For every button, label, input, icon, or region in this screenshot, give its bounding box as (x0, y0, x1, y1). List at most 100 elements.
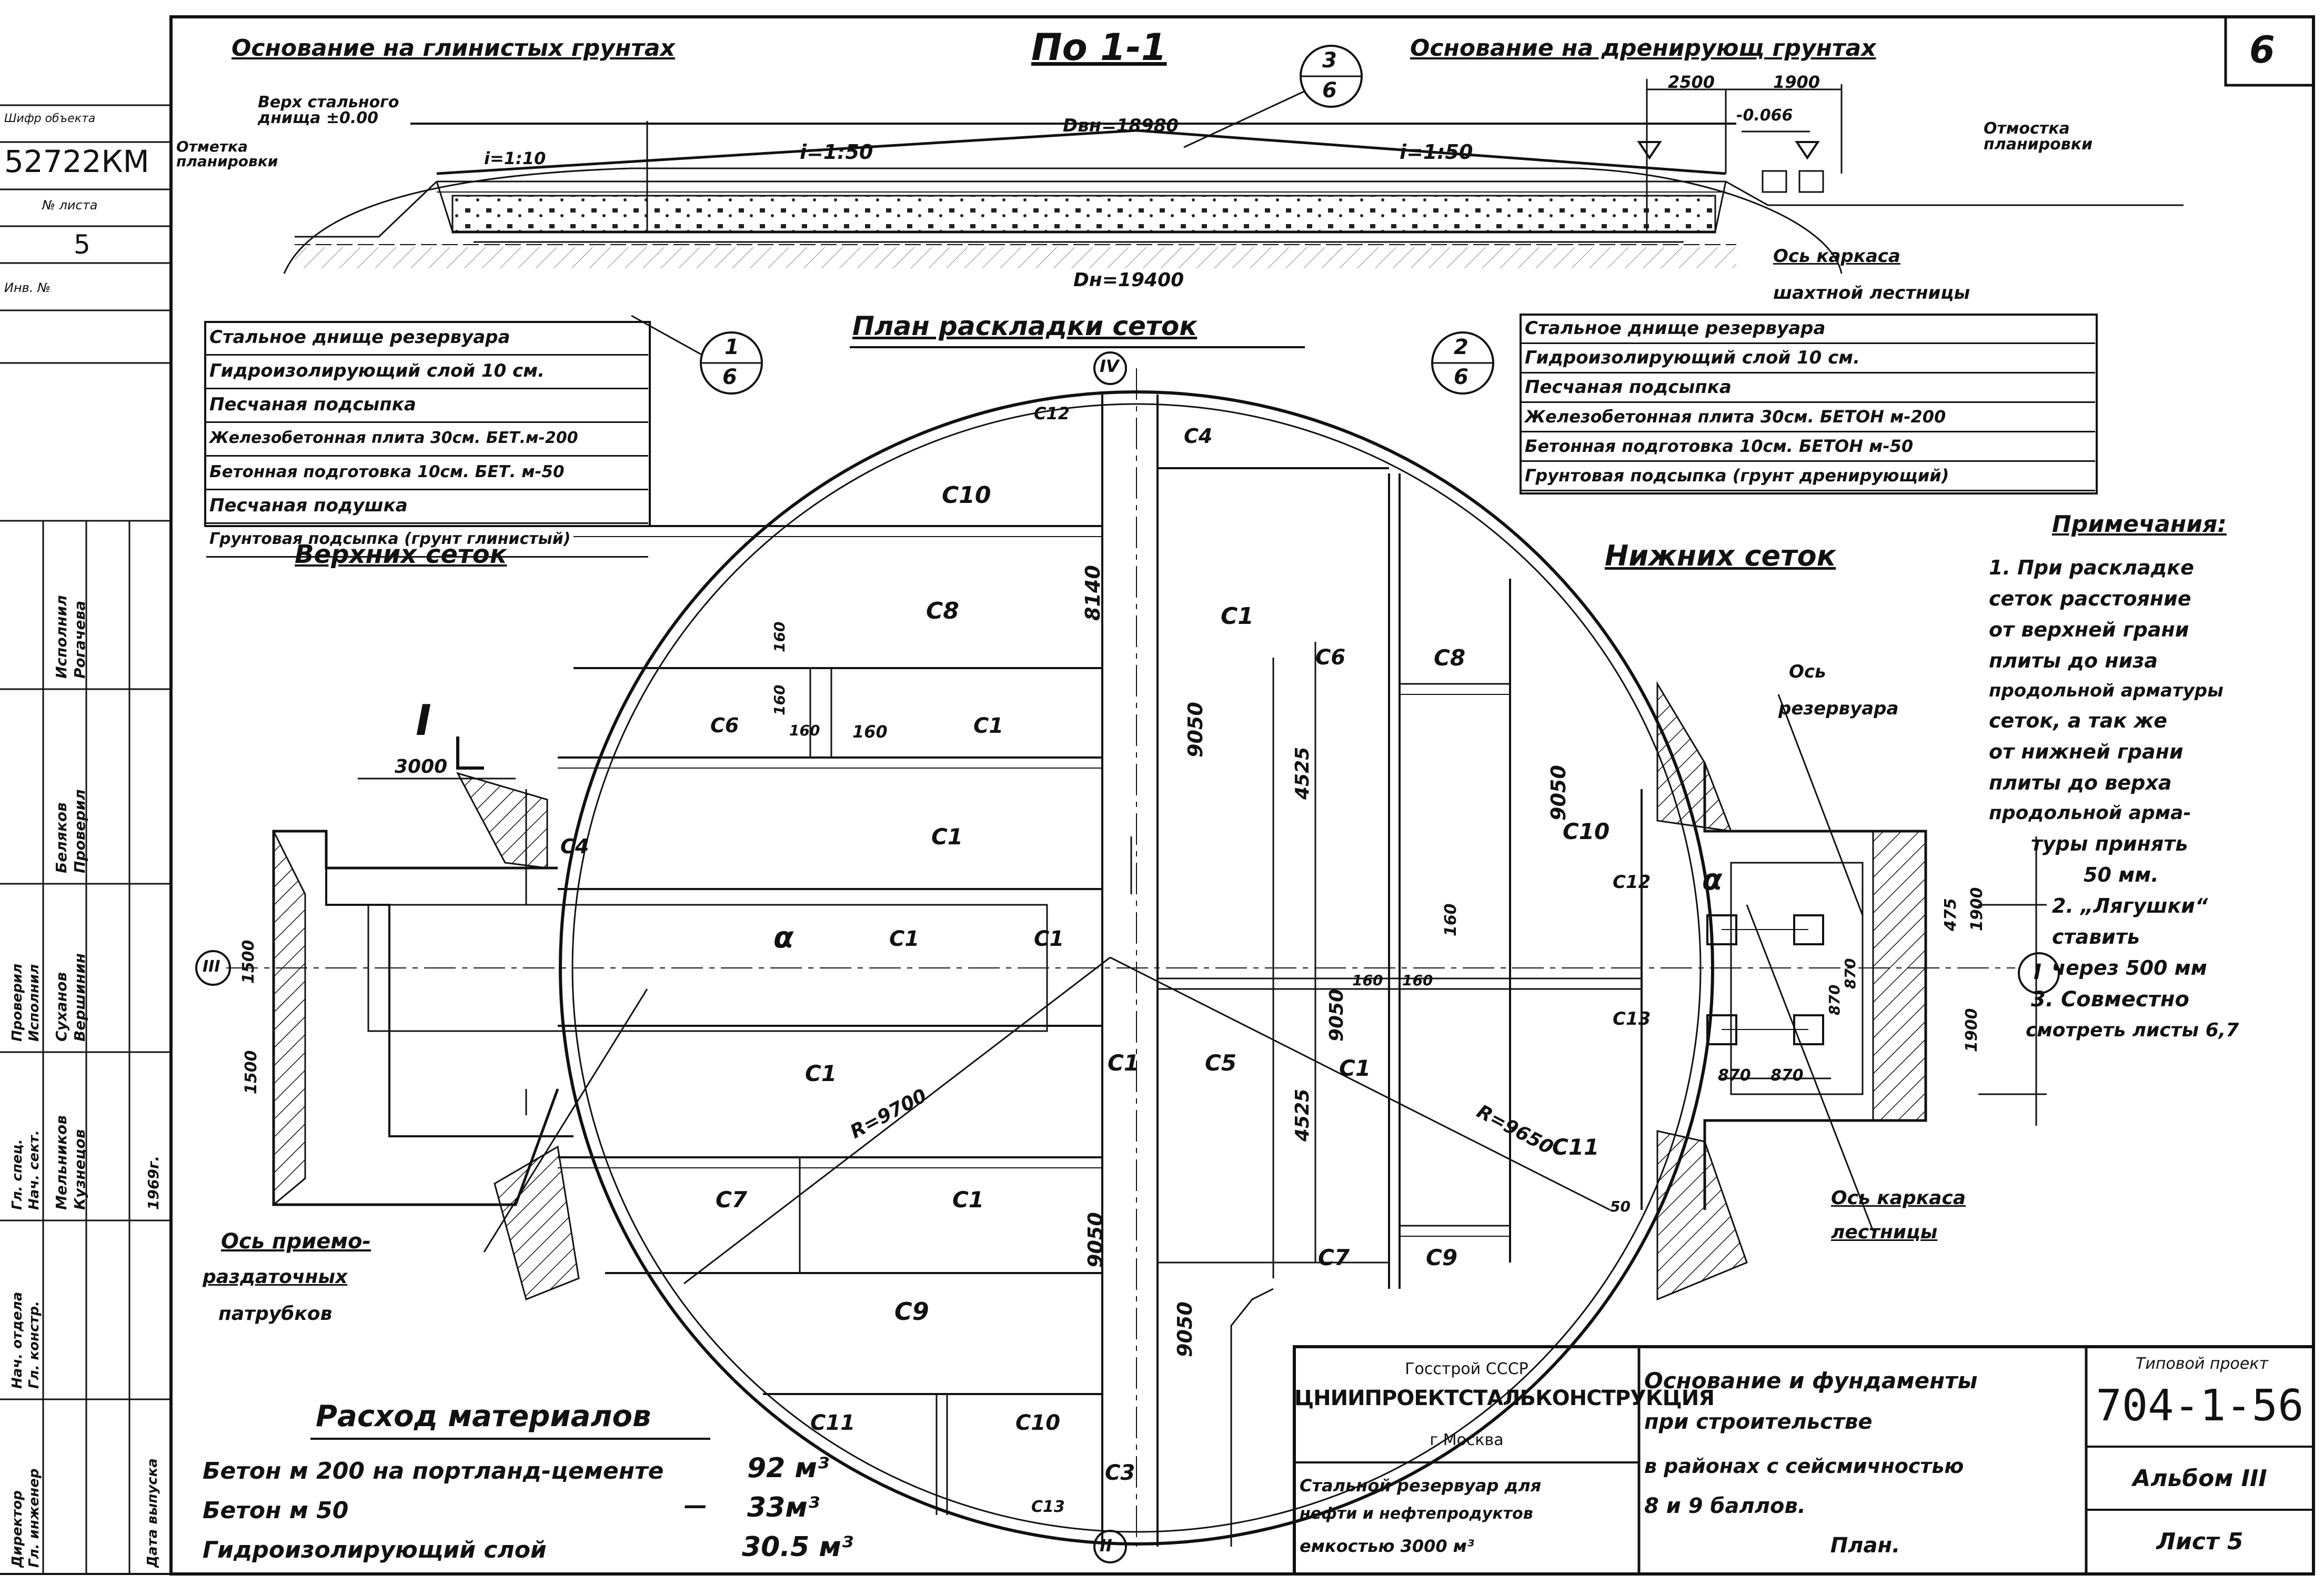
typical-project-label: Типовой проект (2136, 1355, 2268, 1373)
stamp-name: Рогачева (71, 600, 88, 679)
mesh-label: C12 (1034, 403, 1070, 423)
inner-diameter: Dвн=18980 (1063, 115, 1179, 136)
dim-4525: 4525 (1292, 746, 1313, 800)
alpha-left: α (773, 921, 794, 955)
material-value: 30.5 м³ (742, 1531, 853, 1563)
sheet-title-1: Основание и фундаменты (1644, 1368, 1978, 1394)
axis-I: I (2034, 960, 2041, 984)
note-line: плиты до верха (1989, 771, 2172, 794)
dim-160: 160 (1442, 903, 1460, 936)
callout-3-bottom: 6 (1322, 78, 1337, 103)
callout-2-top: 2 (1454, 335, 1468, 359)
mesh-label: C8 (1434, 645, 1466, 671)
section-dim-3000: 3000 (395, 756, 448, 778)
section-left-title: Основание на глинистых грунтах (232, 35, 675, 62)
layers-right-list: Стальное днище резервуара Гидроизолирующ… (1522, 315, 2095, 491)
note-line: продольной арматуры (1989, 680, 2224, 701)
dim-1900: 1900 (1963, 1008, 1981, 1053)
note-line: сеток расстояние (1989, 587, 2191, 610)
dim-160: 160 (789, 722, 820, 739)
reservoir-axis-label: Ось (1789, 661, 1826, 682)
dim-1500: 1500 (239, 940, 258, 984)
dim-9050: 9050 (1547, 765, 1570, 821)
axis-IV: IV (1100, 356, 1119, 376)
mesh-label: C7 (1318, 1245, 1350, 1270)
material-dash: — (684, 1492, 707, 1519)
stamp-name: Вершинин (71, 953, 88, 1042)
mesh-label: C10 (1015, 1411, 1061, 1435)
materials-title: Расход материалов (316, 1399, 651, 1433)
mesh-label: C1 (805, 1061, 837, 1086)
layer-right: Бетонная подготовка 10см. БЕТОН м-50 (1522, 432, 2095, 462)
stamp-object-code-label: Шифр объекта (4, 112, 96, 125)
stamp-role: Исполнил (26, 964, 42, 1042)
mesh-label: C1 (1034, 927, 1064, 951)
stamp-name: Проверил (71, 789, 88, 873)
slope-1-10: i=1:10 (484, 148, 546, 168)
layer-left: Грунтовая подсыпка (грунт глинистый) (206, 524, 648, 558)
mesh-label: C1 (1108, 1050, 1140, 1076)
layer-right: Песчаная подсыпка (1522, 373, 2095, 403)
mesh-label: C3 (1105, 1461, 1135, 1485)
stamp-object-code: 52722КМ (4, 144, 149, 179)
mesh-label: C12 (1613, 872, 1651, 893)
mesh-label: C10 (942, 482, 991, 509)
mesh-label: C4 (560, 835, 589, 858)
stamp-role: Проверил (9, 963, 25, 1042)
mesh-label: C1 (1339, 1055, 1371, 1081)
section-mark-I: I (416, 696, 431, 745)
material-value: 92 м³ (747, 1452, 829, 1484)
dim-9050: 9050 (1184, 702, 1207, 758)
layer-left: Гидроизолирующий слой 10 см. (206, 356, 648, 389)
pipes-axis-label: Ось приемо- (221, 1229, 371, 1254)
plan-drawing (195, 351, 2060, 1563)
callout-2-bottom: 6 (1454, 365, 1468, 389)
stamp-name: Беляков (53, 802, 70, 873)
mesh-label: C7 (716, 1187, 748, 1213)
dim-870: 870 (1770, 1066, 1804, 1085)
mesh-label: C1 (931, 824, 963, 850)
note-line: сеток, а так же (1989, 709, 2168, 732)
corner-box (2224, 15, 2315, 87)
note-line: 3. Совместно (2031, 987, 2189, 1012)
grading-left-label: Отметка планировки (176, 138, 278, 170)
ladder-axis-label-2: лестницы (1831, 1221, 1938, 1243)
dim-4525: 4525 (1292, 1088, 1313, 1142)
dim-160: 160 (771, 684, 788, 715)
sheet-label: Лист 5 (2156, 1528, 2243, 1555)
lower-meshes-title: Нижних сеток (1605, 539, 1836, 572)
section-title: По 1-1 (1031, 26, 1167, 69)
note-line: продольной арма- (1989, 802, 2191, 824)
note-line: ставить (2052, 925, 2140, 948)
dim-1900: 1900 (1968, 887, 1986, 932)
layer-left: Железобетонная плита 30см. БЕТ.м-200 (206, 423, 648, 457)
section-ladder-axis-2: шахтной лестницы (1773, 282, 1970, 304)
object-line-1: Стальной резервуар для (1300, 1476, 1542, 1496)
alpha-right: α (1702, 863, 1723, 897)
dim-870: 870 (1842, 958, 1859, 989)
object-line-2: нефти и нефтепродуктов (1300, 1505, 1533, 1523)
reservoir-axis-label-2: резервуара (1778, 698, 1899, 719)
dim-9050: 9050 (1326, 988, 1347, 1042)
stamp-role: Директор (9, 1490, 25, 1568)
note-line: плиты до низа (1989, 649, 2158, 672)
callout-1-bottom: 6 (722, 365, 737, 389)
mesh-label: C6 (1315, 645, 1346, 670)
org-line-2: ЦНИИПРОЕКТСТАЛЬКОНСТРУКЦИЯ (1294, 1386, 1715, 1410)
dim-8140: 8140 (1081, 565, 1104, 621)
note-line: 50 мм. (2084, 863, 2159, 886)
stamp-role: Нач. отдела (9, 1291, 25, 1389)
org-line-1: Госстрой СССР (1405, 1360, 1528, 1378)
note-line: смотреть листы 6,7 (2026, 1019, 2239, 1041)
dim-160: 160 (1352, 972, 1383, 989)
sheet-title-5: План. (1830, 1533, 1900, 1558)
layer-right: Железобетонная плита 30см. БЕТОН м-200 (1522, 403, 2095, 432)
axis-II: II (1100, 1536, 1112, 1556)
pipes-axis-label-2: раздаточных (203, 1266, 348, 1288)
sheet-corner-number: 6 (2249, 28, 2275, 72)
stamp-inv-label: Инв. № (4, 280, 51, 295)
stamp-date-label: Дата выпуска (145, 1458, 160, 1568)
dim-160: 160 (1402, 972, 1433, 989)
mesh-label: C1 (889, 927, 920, 951)
